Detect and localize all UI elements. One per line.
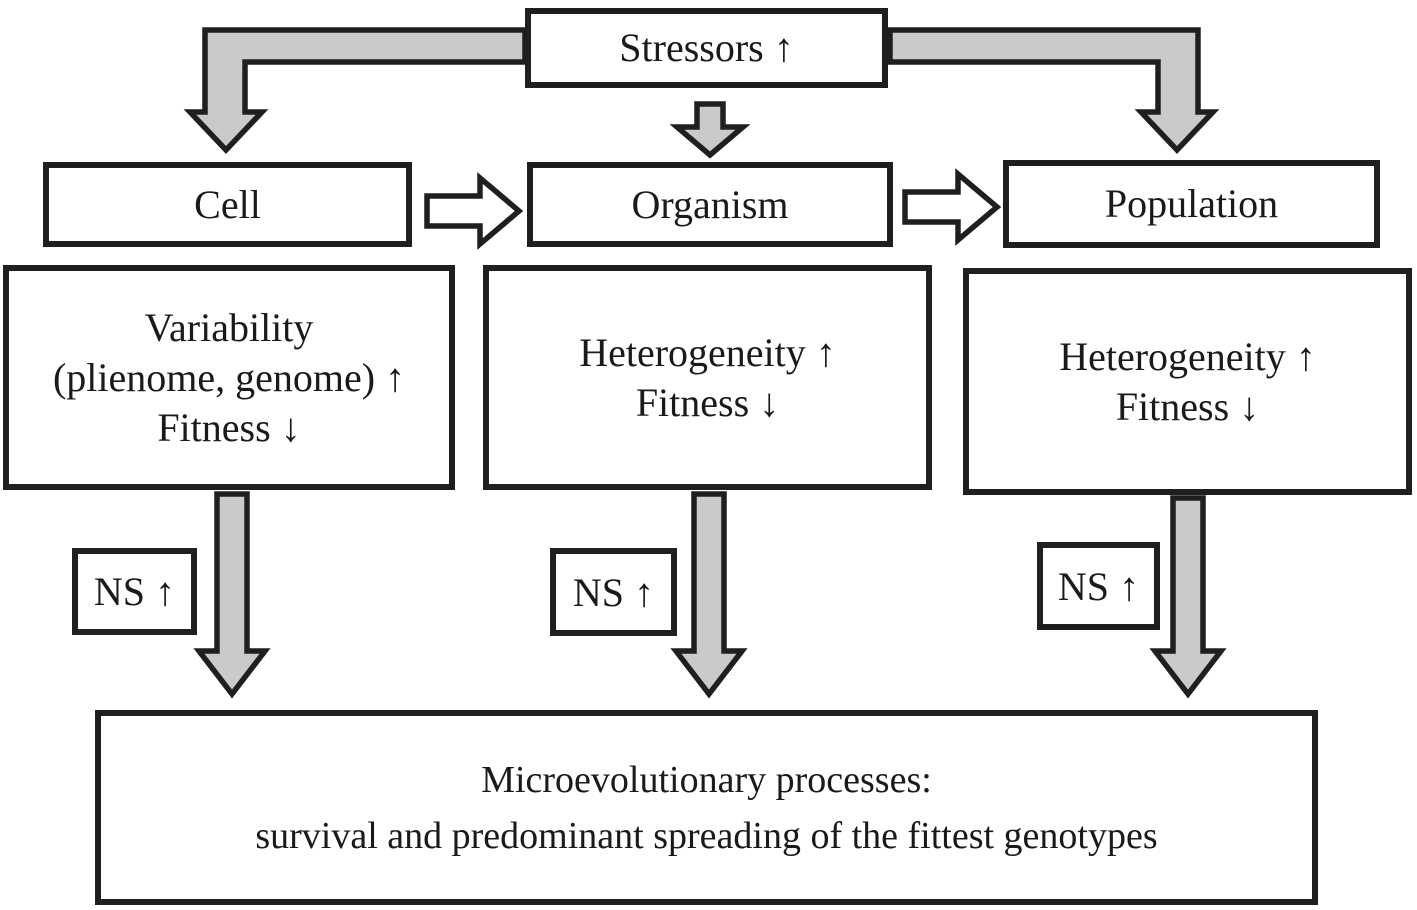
organism-detail-box: Heterogeneity ↑ Fitness ↓	[483, 265, 932, 490]
outcome-line: Microevolutionary processes:	[481, 758, 932, 801]
arrow-cell-detail-to-outcome	[193, 491, 271, 699]
population-ns-label: NS ↑	[1057, 563, 1140, 609]
arrow-stressors-to-organism	[669, 101, 751, 159]
population-box: Population	[1003, 160, 1380, 248]
population-detail-line: Heterogeneity ↑	[1059, 333, 1316, 379]
organism-ns-box: NS ↑	[550, 548, 677, 636]
outcome-line: survival and predominant spreading of th…	[255, 814, 1158, 857]
arrow-cell-to-organism	[424, 172, 524, 250]
arrow-organism-detail-to-outcome	[670, 491, 748, 699]
cell-detail-box: Variability (plienome, genome) ↑ Fitness…	[3, 265, 455, 490]
arrow-stressors-to-cell	[183, 27, 528, 154]
cell-detail-line: Fitness ↓	[157, 404, 301, 450]
organism-label: Organism	[631, 181, 789, 227]
stressors-label: Stressors ↑	[619, 25, 794, 70]
cell-ns-label: NS ↑	[93, 569, 176, 614]
organism-box: Organism	[527, 162, 893, 247]
outcome-box: Microevolutionary processes: survival an…	[95, 710, 1318, 905]
population-label: Population	[1104, 181, 1279, 226]
population-ns-box: NS ↑	[1037, 542, 1160, 630]
cell-detail-line: Variability	[144, 304, 314, 350]
arrow-organism-to-population	[902, 168, 1002, 246]
population-detail-line: Fitness ↓	[1115, 383, 1260, 429]
organism-ns-label: NS ↑	[572, 569, 655, 615]
cell-ns-box: NS ↑	[72, 548, 197, 635]
cell-label: Cell	[194, 181, 261, 227]
cell-detail-line: (plienome, genome) ↑	[52, 354, 406, 400]
cell-box: Cell	[43, 162, 412, 247]
stressors-box: Stressors ↑	[525, 8, 888, 88]
arrow-stressors-to-population	[887, 27, 1220, 154]
organism-detail-line: Fitness ↓	[635, 379, 780, 425]
arrow-population-detail-to-outcome	[1149, 495, 1227, 699]
population-detail-box: Heterogeneity ↑ Fitness ↓	[963, 268, 1412, 495]
organism-detail-line: Heterogeneity ↑	[579, 329, 836, 375]
